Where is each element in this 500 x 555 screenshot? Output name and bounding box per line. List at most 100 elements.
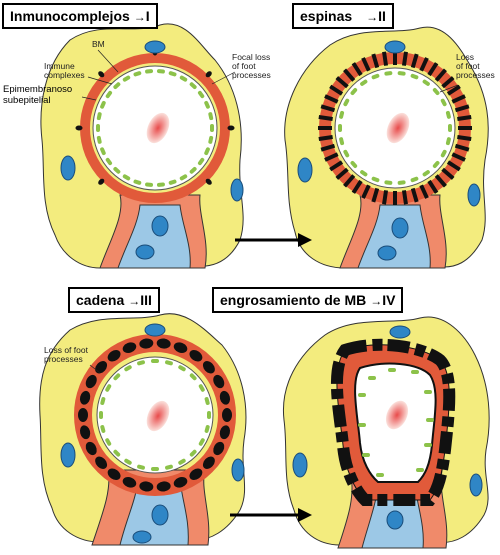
- foot-process: [189, 167, 197, 174]
- immune-deposit: [75, 125, 83, 131]
- spike: [454, 104, 470, 113]
- foot-process: [137, 360, 145, 366]
- annotation-leader: [97, 49, 119, 73]
- spike: [324, 94, 339, 104]
- annotation-focal-loss: Focal loss of foot processes: [232, 52, 271, 80]
- chain-bead: [79, 390, 91, 405]
- foot-process: [422, 170, 430, 177]
- stage-3-name: cadena: [76, 292, 125, 308]
- foot-process: [426, 418, 434, 422]
- chain-bead: [95, 456, 108, 469]
- foot-process: [151, 359, 159, 363]
- foot-process: [113, 167, 121, 174]
- foot-process: [388, 368, 396, 372]
- foot-processes: [96, 69, 214, 187]
- foot-process: [197, 157, 205, 166]
- spike: [371, 187, 380, 203]
- annotation-leader: [81, 96, 97, 101]
- foot-process: [178, 365, 186, 372]
- spike: [458, 126, 472, 130]
- nucleus: [384, 40, 406, 54]
- spike: [441, 167, 455, 180]
- foot-process: [113, 373, 121, 381]
- spike: [393, 191, 397, 205]
- spike: [419, 57, 429, 72]
- annotation-bm: BM: [92, 39, 105, 49]
- foot-process: [189, 449, 197, 457]
- foot-process: [376, 473, 384, 477]
- chain-bead: [173, 342, 188, 353]
- foot-process: [397, 180, 406, 185]
- foot-process: [100, 397, 106, 405]
- foot-process: [440, 98, 447, 107]
- foot-process: [168, 71, 177, 77]
- annotation-leader: [439, 84, 459, 93]
- immune-deposit: [98, 178, 105, 185]
- spike: [446, 160, 461, 172]
- chain-bead: [156, 338, 171, 349]
- nucleus: [389, 325, 411, 339]
- foot-process: [343, 98, 350, 107]
- foot-process: [360, 79, 368, 86]
- annotation-loss-foot-processes: Loss of foot processes: [456, 52, 495, 80]
- spike: [318, 115, 333, 122]
- arrow-glyph: →: [133, 10, 146, 24]
- foot-process: [122, 174, 131, 181]
- foot-processes: [358, 368, 434, 477]
- nucleus: [391, 217, 409, 239]
- chain-bead: [213, 374, 225, 389]
- foot-processes: [338, 71, 452, 185]
- nucleus: [60, 442, 76, 468]
- spike: [401, 51, 408, 66]
- panel-stage-3: [39, 313, 247, 546]
- foot-process: [197, 90, 205, 99]
- foot-process: [432, 160, 440, 168]
- immune-deposit: [205, 71, 212, 78]
- chain-bead: [202, 361, 215, 374]
- chain-bead: [107, 350, 121, 362]
- chain-bead: [95, 361, 108, 374]
- foot-process: [124, 365, 132, 372]
- spike: [427, 62, 439, 77]
- spike: [419, 184, 429, 199]
- membrane-ring: [80, 53, 230, 203]
- foot-process: [100, 100, 106, 109]
- foot-process: [178, 458, 186, 465]
- spikes: [318, 51, 472, 205]
- foot-process: [422, 79, 430, 86]
- chain-bead: [189, 468, 203, 480]
- chain-bead: [85, 374, 97, 389]
- chain-bead: [78, 408, 88, 422]
- foot-process: [100, 147, 106, 156]
- foot-process: [122, 75, 131, 82]
- spike: [393, 51, 397, 65]
- foot-process: [204, 147, 210, 156]
- foot-process: [207, 411, 211, 419]
- foot-process: [113, 82, 121, 89]
- foot-process: [204, 397, 210, 405]
- foot-process: [189, 82, 197, 89]
- foot-process: [210, 124, 214, 132]
- foot-process: [411, 370, 419, 374]
- spike: [335, 76, 349, 89]
- chain-bead: [139, 338, 154, 349]
- foot-process: [358, 423, 366, 427]
- foot-process: [179, 75, 188, 82]
- foot-process: [165, 360, 173, 366]
- spike: [451, 152, 466, 162]
- foot-process: [371, 176, 380, 183]
- nucleus: [135, 244, 155, 260]
- spike: [401, 190, 408, 205]
- nucleus: [467, 183, 481, 207]
- stage-4-name: engrosamiento de MB: [220, 292, 367, 308]
- foot-process: [145, 182, 154, 187]
- nucleus: [151, 504, 169, 526]
- chain-bead: [213, 441, 225, 456]
- immune-deposit: [98, 71, 105, 78]
- stage-3-roman: III: [140, 292, 152, 308]
- chain-bead: [202, 456, 215, 469]
- spike: [343, 174, 356, 188]
- spike: [454, 143, 470, 152]
- foot-process: [151, 467, 159, 471]
